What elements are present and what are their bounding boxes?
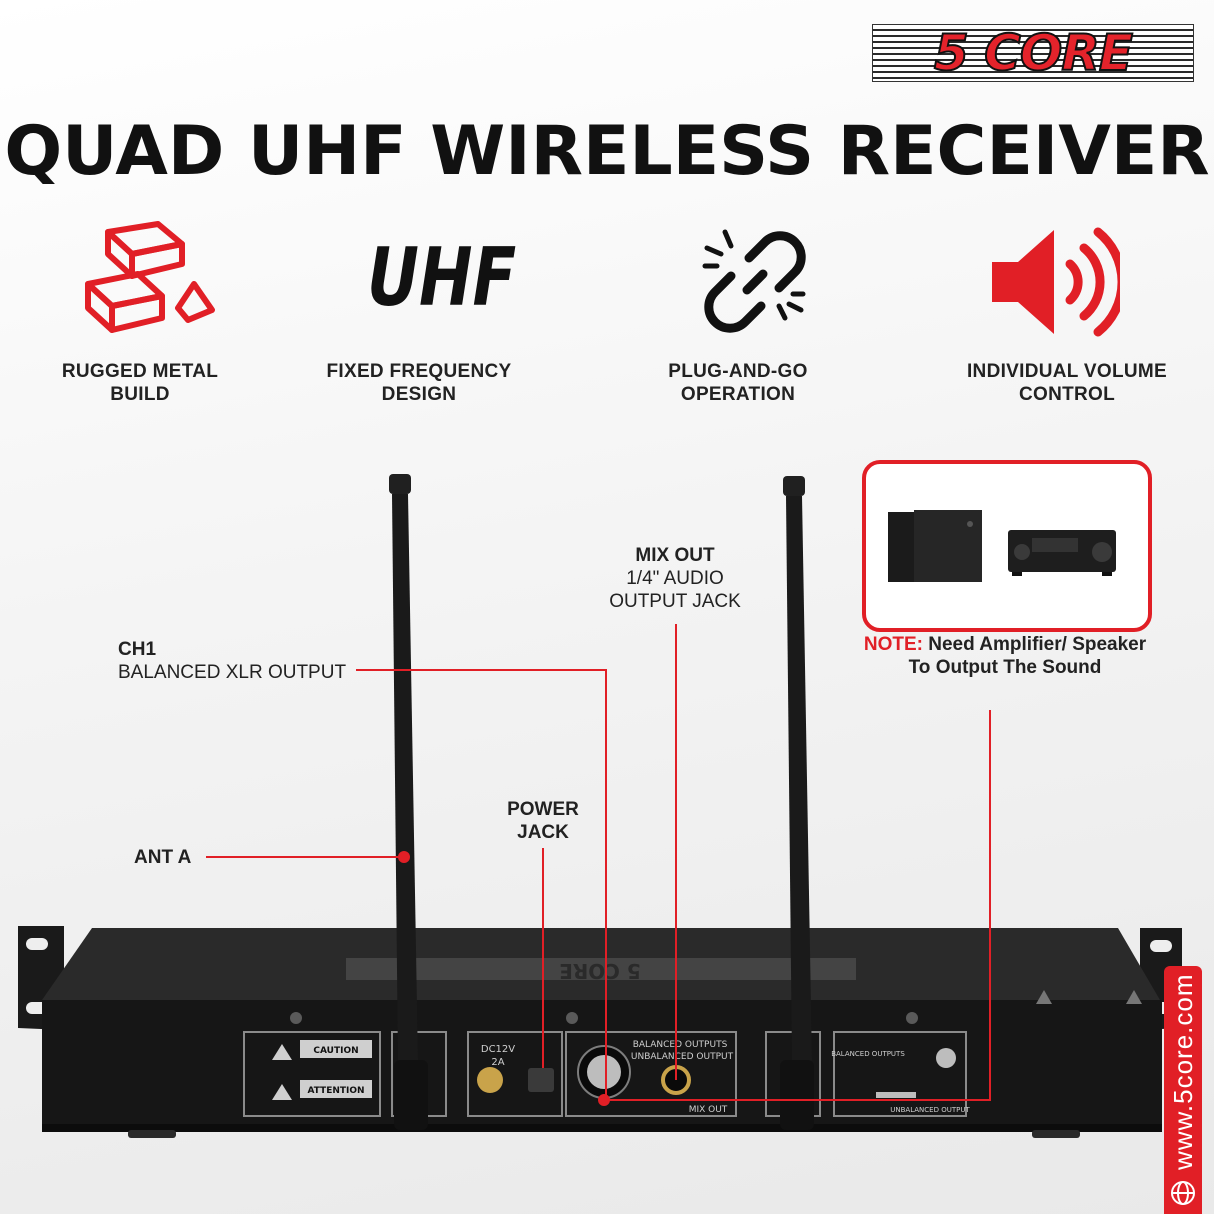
ant-callout: ANT A [134, 847, 192, 868]
balanced-outputs-right-label: BALANCED OUTPUTS [831, 1050, 905, 1058]
mix-out-callout: MIX OUT 1/4" AUDIO OUTPUT JACK [609, 545, 741, 612]
note-image-box [862, 460, 1152, 632]
output-dot [598, 1094, 610, 1106]
caution-label: CAUTION [313, 1046, 358, 1056]
brand-logo-text: 5 CORE [933, 24, 1134, 82]
power-jack-callout: POWER JACK [507, 799, 579, 843]
feature-label-volume: INDIVIDUAL VOLUME CONTROL [966, 361, 1168, 405]
ant-dot [398, 851, 410, 863]
balanced-outputs-label: BALANCED OUTPUTS [633, 1040, 728, 1050]
globe-icon [1171, 1181, 1195, 1205]
output-connector-h [604, 1099, 990, 1101]
brand-logo: 5 CORE [872, 24, 1194, 82]
website-url[interactable]: www.5core.com [1168, 973, 1198, 1171]
unbalanced-output-label: UNBALANCED OUTPUT [631, 1052, 734, 1062]
note-label: NOTE: [863, 634, 923, 655]
note-text: NOTE: Need Amplifier/ Speaker To Output … [863, 634, 1147, 678]
mix-out-connector [675, 624, 677, 1080]
chain-link-icon [702, 229, 806, 333]
ant-connector [206, 856, 404, 858]
dc-label: DC12V [481, 1044, 515, 1055]
attention-label: ATTENTION [307, 1086, 364, 1096]
power-connector [542, 848, 544, 1068]
speaker-volume-icon [992, 227, 1120, 337]
ch1-connector-h [356, 669, 606, 671]
ch1-callout: CH1 BALANCED XLR OUTPUT [118, 639, 347, 683]
feature-label-frequency: FIXED FREQUENCY DESIGN [326, 361, 512, 405]
ch1-connector-v [605, 669, 607, 1101]
unbalanced-output-right-label: UNBALANCED OUTPUT [890, 1106, 970, 1114]
metal-bars-icon [85, 221, 215, 333]
page-title: QUAD UHF WIRELESS RECEIVER [4, 112, 1210, 191]
amp-label: 2A [491, 1057, 504, 1068]
note-connector-v [989, 710, 991, 1101]
feature-label-rugged: RUGGED METAL BUILD [61, 361, 219, 405]
mix-out-label: MIX OUT [689, 1105, 728, 1115]
device-brand-plate: 5 CORE [559, 959, 641, 983]
uhf-text-icon: UHF [367, 231, 517, 324]
speaker-amplifier-icon [888, 510, 1116, 582]
feature-label-plug: PLUG-AND-GO OPERATION [668, 361, 808, 405]
receiver-rear-panel: 5 CORE CAUTION ATTENTION DC12V 2A BALANC… [18, 474, 1182, 1138]
website-strip [1164, 966, 1202, 1214]
